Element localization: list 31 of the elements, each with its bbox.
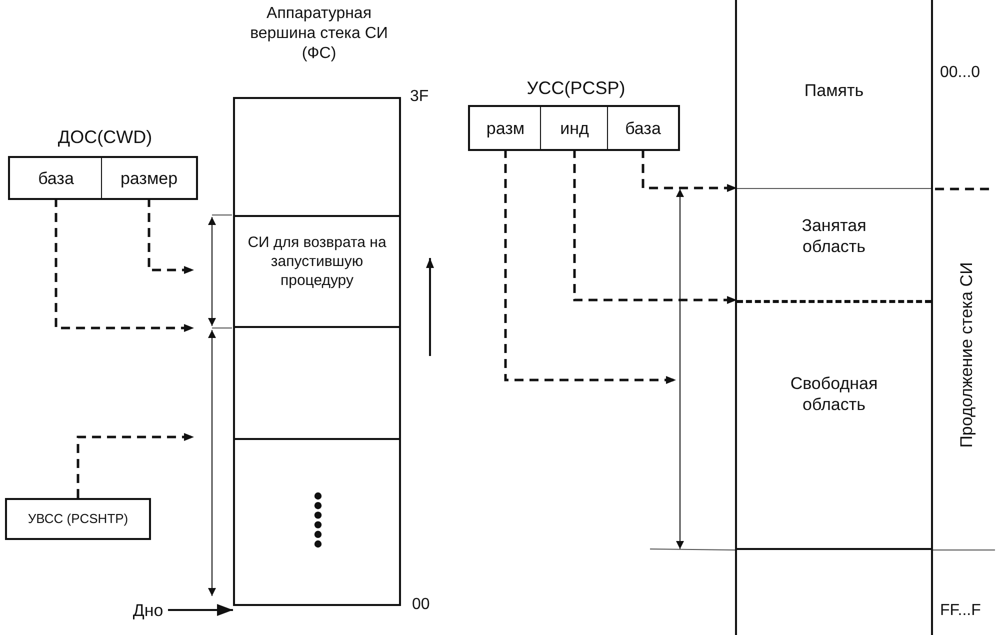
arrow [168, 604, 233, 616]
arrow [642, 149, 737, 192]
field-label: размер [119, 168, 179, 189]
field-label: база [624, 118, 662, 139]
register-title: УСС(PCSP) [526, 77, 626, 99]
register-title: ДОС(CWD) [56, 126, 154, 148]
arrow [573, 149, 737, 304]
memory-column [735, 0, 933, 635]
address-label: 3F [410, 88, 429, 106]
stack-segment [235, 326, 399, 440]
column-heading: Аппаратурная вершина стека СИ (ФС) [249, 4, 389, 64]
stack-segment [235, 97, 399, 217]
column-heading: Память [803, 80, 865, 101]
arrow [76, 433, 194, 498]
field-label: инд [559, 118, 590, 139]
side-label: Продолжение стека СИ [957, 262, 977, 448]
field-label: база [37, 168, 75, 189]
field-label: разм [485, 118, 526, 139]
arrow [54, 198, 194, 332]
arrow [504, 149, 676, 384]
arrow [148, 198, 194, 274]
register-box [5, 498, 151, 540]
bottom-label: Дно [132, 600, 164, 621]
segment-label: СИ для возврата на запустившую процедуру [246, 233, 388, 290]
register-label: УВСС (PCSHTP) [26, 510, 130, 527]
address-label: 00...0 [940, 64, 980, 82]
address-label: 00 [412, 596, 430, 614]
area-label: Занятая область [800, 215, 868, 257]
area-label: Свободная область [789, 373, 879, 415]
address-label: FF...F [940, 602, 981, 620]
free-area [737, 300, 931, 550]
